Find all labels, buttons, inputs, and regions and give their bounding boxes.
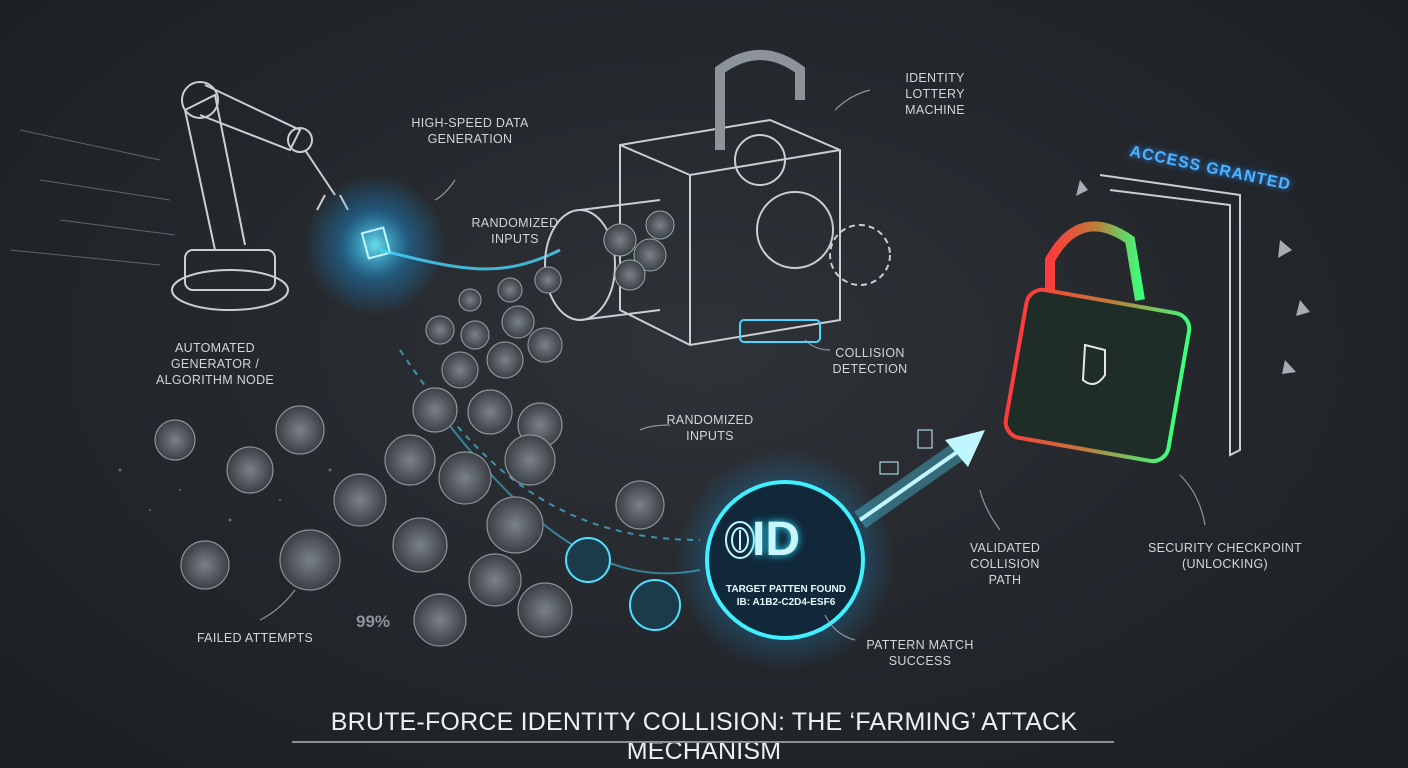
lottery-machine (544, 50, 891, 347)
security-door (1099, 174, 1241, 457)
glass-shards (1076, 180, 1310, 374)
label-randomized-mid: Randomized inputs (666, 413, 754, 443)
speed-lines (9, 129, 176, 266)
label-security-checkpoint: Security checkpoint (unlocking) (1147, 541, 1303, 571)
id-badge-text: ID (752, 513, 800, 566)
input-stream (379, 248, 561, 271)
id-badge-line1: TARGET PATTEN FOUND (726, 584, 846, 595)
label-collision-detection: Collision detection (832, 346, 908, 376)
internal-balls (603, 210, 675, 291)
data-burst (305, 175, 445, 315)
padlock-icon (1003, 221, 1192, 464)
label-lottery-machine: Identity lottery machine (905, 71, 965, 117)
document-icon (917, 429, 933, 449)
dust-particles (118, 468, 332, 522)
percent-readout: 99% (356, 612, 391, 631)
label-validated-path: Validated collision path (969, 541, 1041, 587)
title-underline (292, 741, 1114, 743)
label-failed-attempts: Failed attempts (196, 631, 314, 645)
near-match-sphere (629, 579, 681, 631)
page-title: BRUTE-FORCE IDENTITY COLLISION: THE ‘FAR… (330, 708, 1078, 765)
label-high-speed: High-speed data generation (411, 116, 529, 146)
id-badge-line2: IB: A1B2-C2D4-ESF6 (736, 597, 836, 608)
label-randomized-top: Randomized inputs (471, 216, 559, 246)
fingerprint-icon (725, 521, 755, 559)
label-generator: Automated generator / algorithm node (155, 341, 275, 387)
label-pattern-match: Pattern match success (866, 638, 974, 668)
id-sphere (705, 480, 865, 640)
id-badge-subtext: TARGET PATTEN FOUND IB: A1B2-C2D4-ESF6 (716, 583, 856, 609)
lock-sphere (565, 537, 611, 583)
envelope-icon (879, 461, 899, 475)
attempt-spheres (154, 266, 665, 647)
